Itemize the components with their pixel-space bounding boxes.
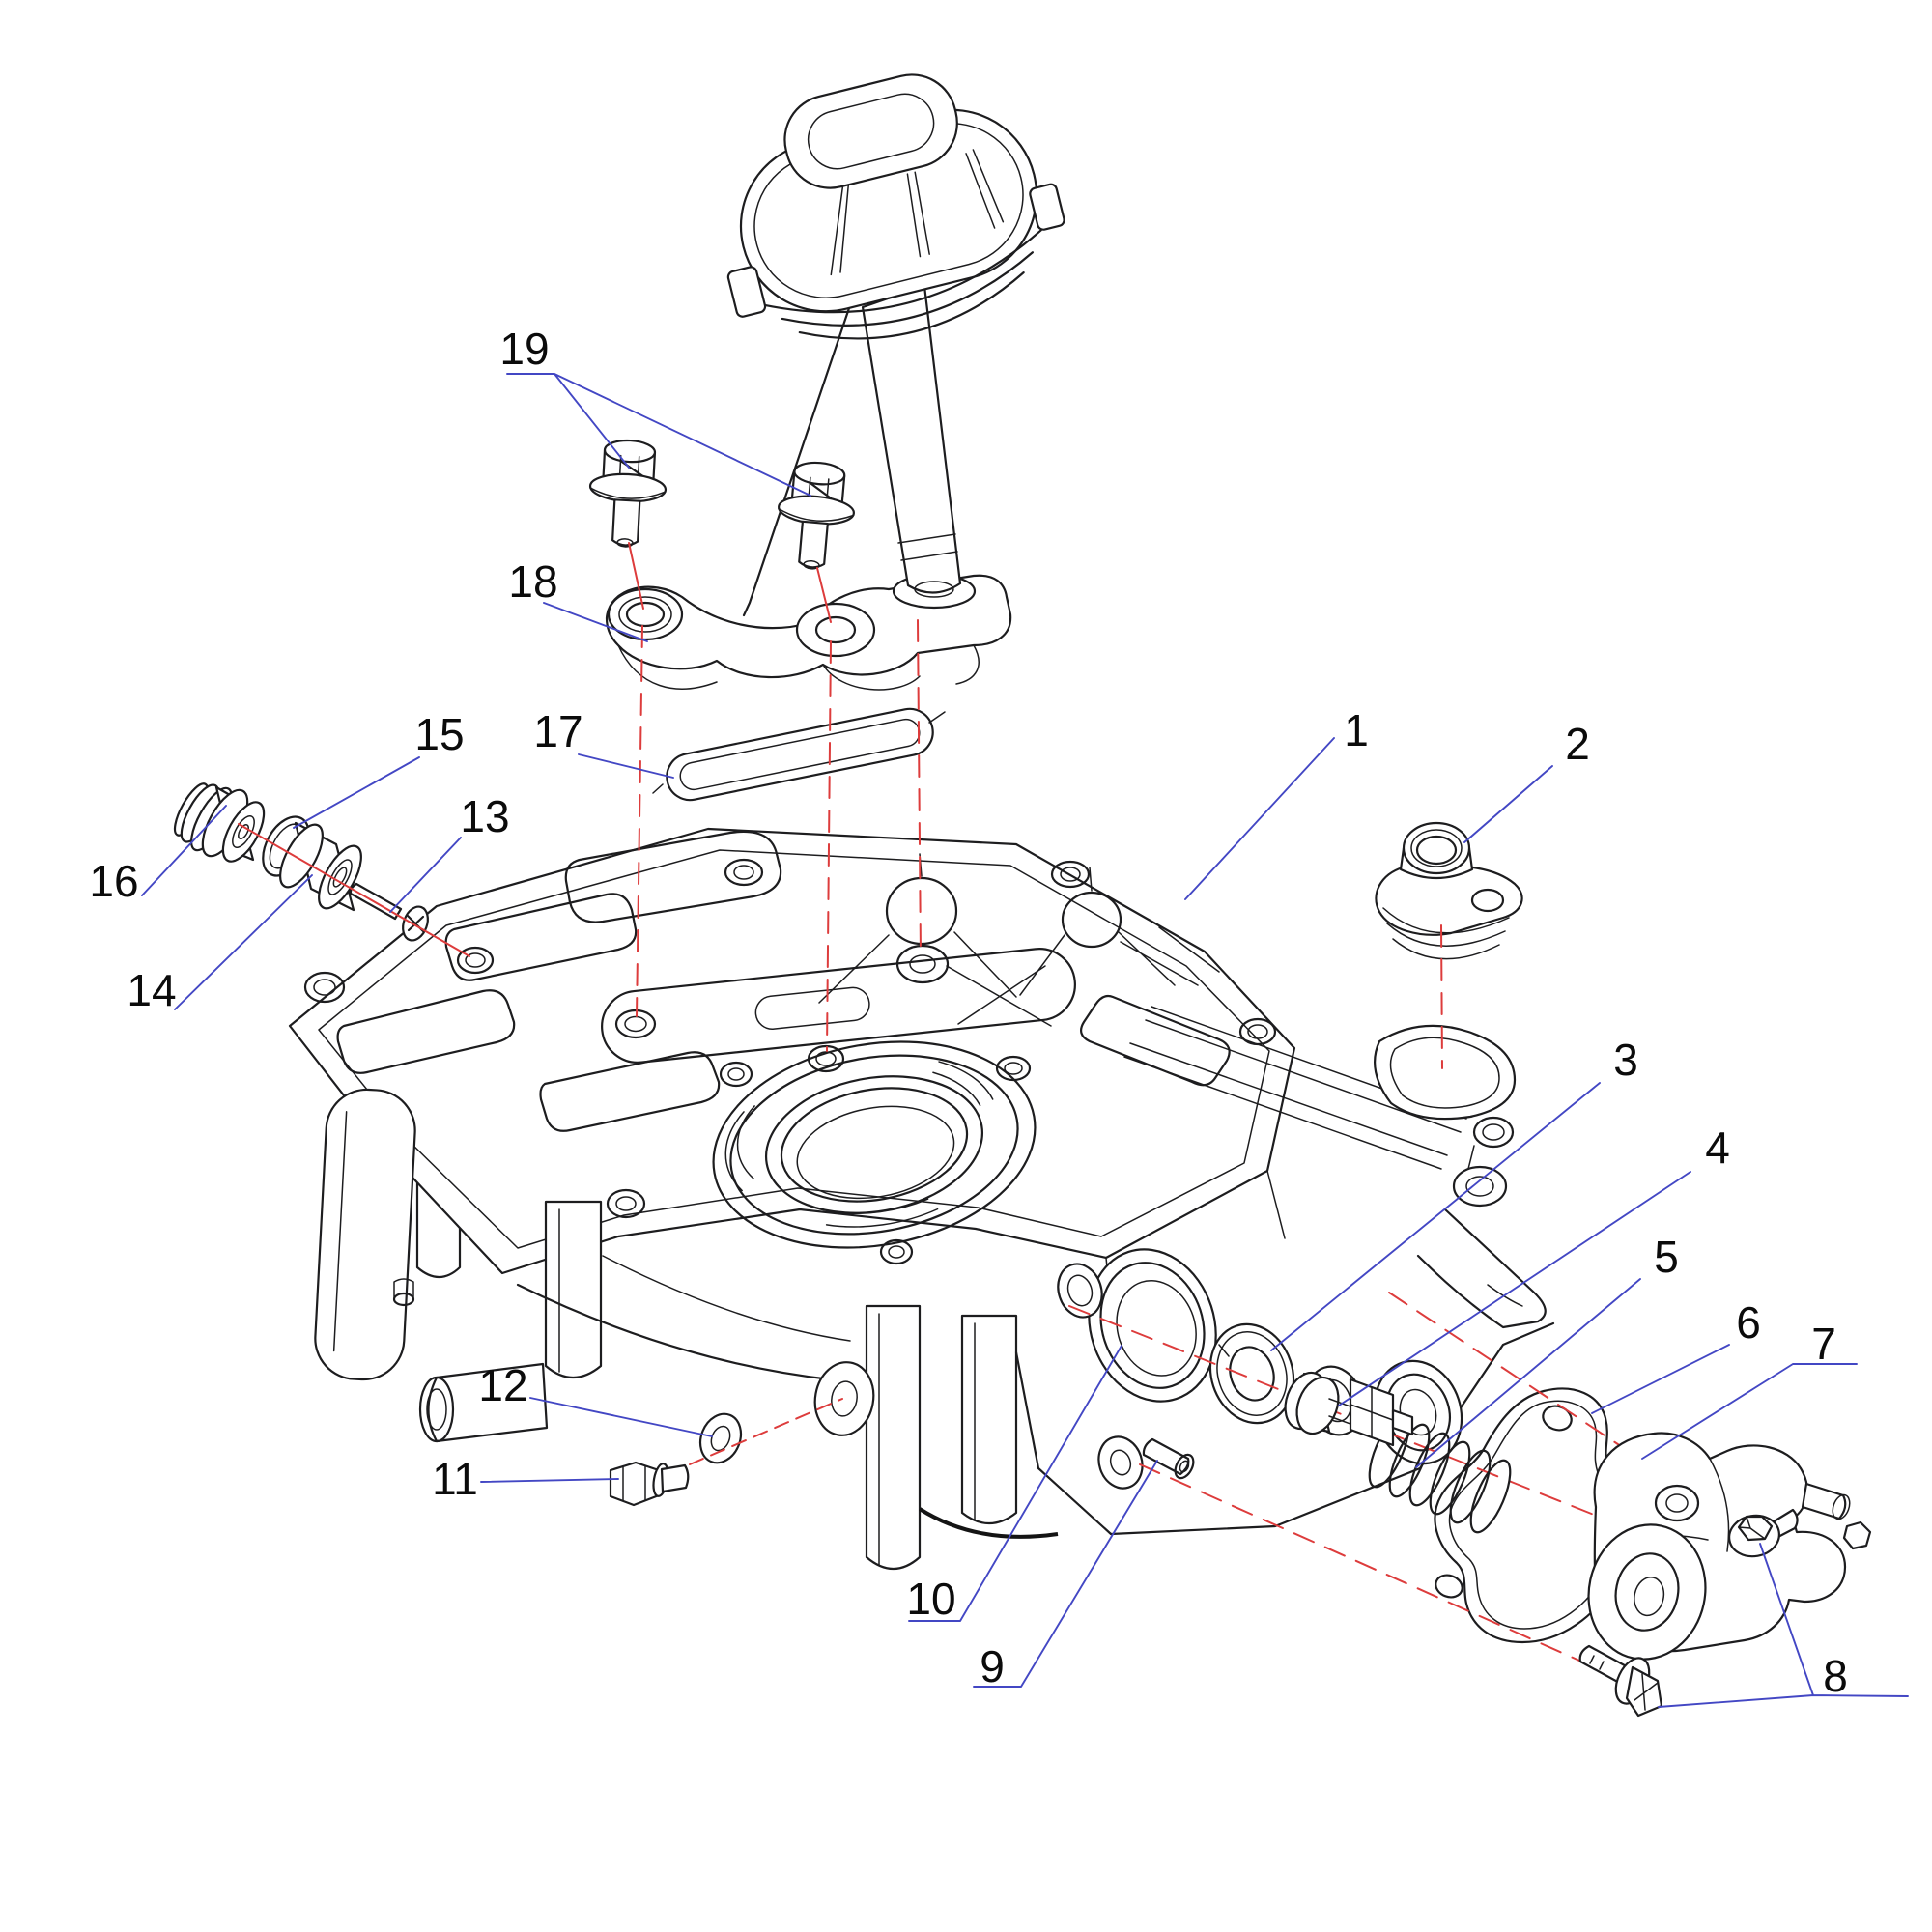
callout-19-label: 19 [499, 324, 549, 374]
callout-7-label: 7 [1811, 1319, 1836, 1369]
callout-1-label: 1 [1344, 705, 1369, 755]
filler-cap [726, 73, 1065, 340]
callout-6-label: 6 [1736, 1297, 1761, 1348]
callout-17-label: 17 [533, 706, 582, 756]
screw-13 [349, 882, 429, 942]
pump-bolt-8a [1728, 1508, 1799, 1558]
leader-16 [141, 805, 227, 896]
leader-3 [1270, 1082, 1601, 1351]
assembly-axis-lines [238, 542, 1775, 1690]
callout-10-label: 10 [906, 1574, 955, 1624]
callout-8-label: 8 [1823, 1651, 1848, 1701]
leader-4 [1338, 1171, 1691, 1406]
washer-12 [698, 1412, 743, 1464]
leader-12 [529, 1397, 713, 1437]
callout-14-label: 14 [127, 965, 176, 1015]
grommet-seat [1374, 1024, 1517, 1121]
breather-grommet-2 [1375, 821, 1523, 960]
cap-handle [783, 73, 958, 189]
drain-bolt-11 [609, 1461, 690, 1507]
callout-12-label: 12 [478, 1360, 527, 1410]
filler-tube [742, 284, 977, 617]
crankcase-plate [288, 827, 1555, 1570]
callout-2-label: 2 [1565, 719, 1590, 769]
callout-9-label: 9 [980, 1641, 1005, 1691]
callout-13-label: 13 [460, 791, 509, 841]
leader-15 [293, 756, 420, 829]
leader-18 [543, 602, 648, 642]
leader-9 [973, 1460, 1158, 1688]
leader-5 [1415, 1278, 1641, 1468]
callout-4-label: 4 [1705, 1122, 1730, 1173]
plunger-4 [1284, 1371, 1414, 1447]
plug-16 [173, 782, 266, 863]
leader-14 [174, 874, 313, 1010]
leader-2 [1463, 765, 1553, 843]
callout-16-label: 16 [89, 856, 138, 906]
leader-7 [1641, 1363, 1858, 1460]
leader-8 [1658, 1543, 1909, 1708]
filler-gasket-17 [652, 707, 946, 802]
bolt-11-boss [813, 1361, 875, 1436]
pump-bolt-8b [1578, 1644, 1663, 1718]
leader-11 [480, 1478, 619, 1483]
callout-11-label: 11 [432, 1454, 478, 1504]
governor-arm [1123, 1006, 1547, 1329]
dipstick-rod [742, 303, 852, 617]
callout-3-label: 3 [1613, 1035, 1638, 1085]
flange-bolt-19b [778, 461, 855, 570]
leader-1 [1184, 737, 1335, 900]
callout-15-label: 15 [414, 709, 464, 759]
callout-labels: 1 2 3 4 5 6 7 8 9 10 11 12 13 14 15 16 1… [89, 324, 1847, 1701]
leader-17 [578, 753, 674, 779]
callout-5-label: 5 [1654, 1232, 1679, 1282]
leader-19 [506, 373, 811, 497]
pump-housing-7 [1587, 1432, 1872, 1661]
oil-seal-bore [1088, 1248, 1217, 1403]
callout-leader-lines [141, 373, 1909, 1708]
flange-bolt-19a [588, 439, 668, 548]
callout-18-label: 18 [508, 556, 557, 607]
leader-6 [1591, 1344, 1730, 1414]
sleeve-14 [279, 821, 362, 912]
set-screw-9 [1142, 1437, 1195, 1480]
leader-13 [389, 837, 462, 913]
leader-10 [908, 1345, 1122, 1622]
